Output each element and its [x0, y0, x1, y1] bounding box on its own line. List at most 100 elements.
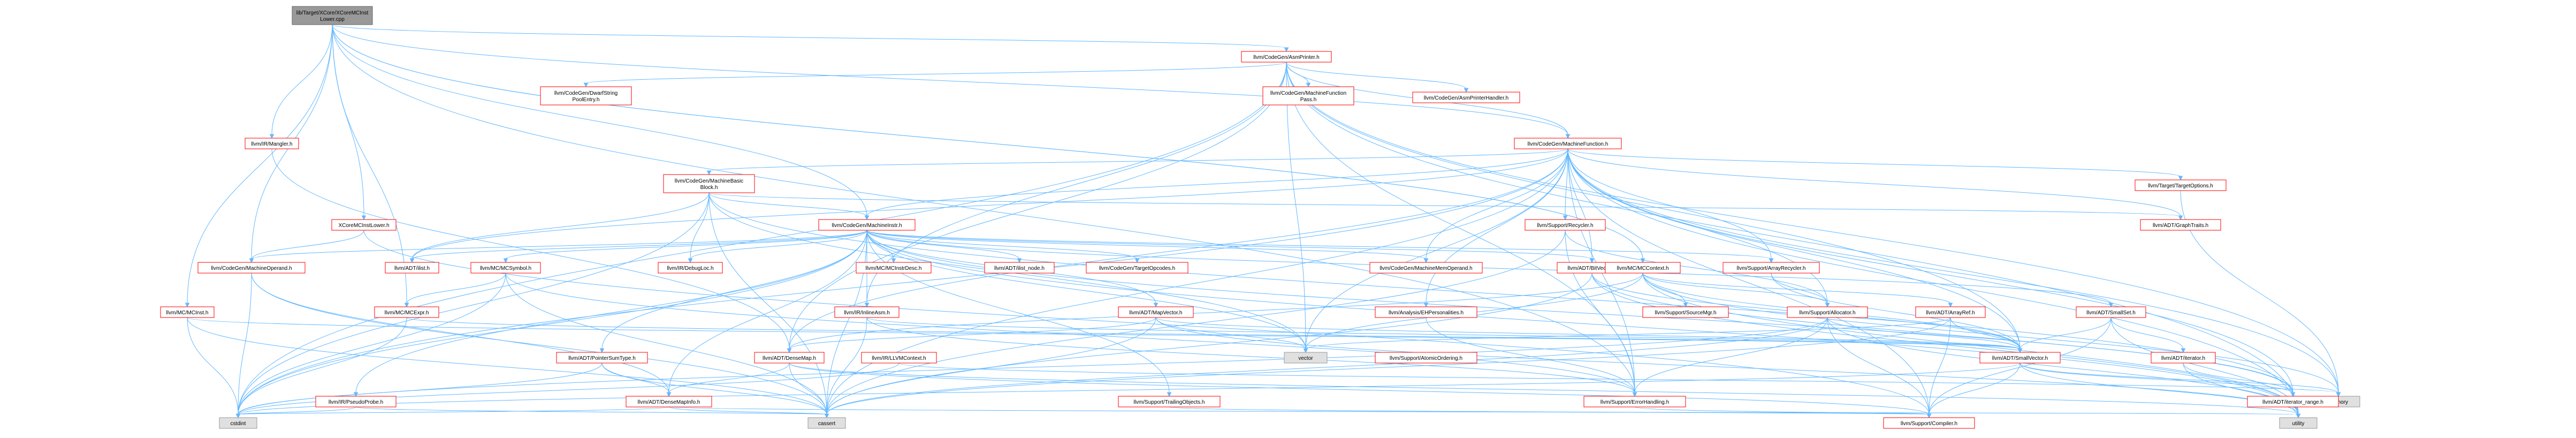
- node-box: [540, 86, 632, 105]
- node-llvm-adt-densemap-h[interactable]: llvm/ADT/DenseMap.h: [754, 352, 825, 364]
- node-box: [1915, 306, 1986, 318]
- edge-arrowhead: [2296, 413, 2301, 419]
- node-llvm-adt-pointersumtype-h[interactable]: llvm/ADT/PointerSumType.h: [556, 352, 648, 364]
- node-label: llvm/Support/Recycler.h: [1537, 223, 1593, 229]
- edge-mbb-to-cassert: [708, 192, 829, 419]
- edge-densemap-to-densemapinfo: [666, 363, 790, 397]
- edge-arrayref-to-cassert: [824, 317, 1951, 419]
- node-llvm-support-errorhandling-h[interactable]: llvm/Support/ErrorHandling.h: [1583, 396, 1686, 407]
- node-llvm-adt-arrayref-h[interactable]: llvm/ADT/ArrayRef.h: [1915, 306, 1986, 318]
- node-llvm-mc-mcexpr-h[interactable]: llvm/MC/MCExpr.h: [374, 306, 439, 318]
- edge-machineinstr-to-adtilist: [409, 230, 867, 263]
- node-llvm-codegen-machinememoperand-h[interactable]: llvm/CodeGen/MachineMemOperand.h: [1369, 262, 1483, 274]
- node-box: [1086, 262, 1188, 274]
- node-box: [1525, 219, 1606, 231]
- node-box: [374, 306, 439, 318]
- edge-arrowhead: [2178, 215, 2183, 221]
- node-llvm-support-compiler-h[interactable]: llvm/Support/Compiler.h: [1883, 417, 1975, 429]
- node-llvm-mc-mcsymbol-h[interactable]: llvm/MC/MCSymbol.h: [470, 262, 541, 274]
- node-llvm-ir-llvmcontext-h[interactable]: llvm/IR/LLVMContext.h: [861, 352, 937, 364]
- node-box: [1375, 352, 1477, 364]
- node-llvm-support-sourcemgr-h[interactable]: llvm/Support/SourceMgr.h: [1642, 306, 1729, 318]
- node-llvm-adt-smallvector-h[interactable]: llvm/ADT/SmallVector.h: [1979, 352, 2061, 364]
- node-label: XCoreMCInstLower.h: [338, 223, 389, 229]
- edge-machineinstr-to-machineoperand: [249, 230, 867, 263]
- edge-mccontext-to-memory: [1642, 273, 2341, 397]
- node-label: llvm/ADT/ilist_node.h: [994, 266, 1045, 271]
- edge-arrowhead: [1632, 392, 1637, 397]
- node-llvm-support-trailingobjects-h[interactable]: llvm/Support/TrailingObjects.h: [1118, 396, 1221, 407]
- edge-arrowhead: [1825, 303, 1830, 308]
- node-label: llvm/Support/TrailingObjects.h: [1133, 399, 1205, 405]
- node-label: llvm/IR/Mangler.h: [251, 141, 292, 147]
- edge-machineinstr-to-utility: [866, 230, 2301, 419]
- node-label: llvm/Support/AtomicOrdering.h: [1390, 356, 1462, 361]
- edge-bitvector-to-iteratorrange: [1591, 273, 2296, 397]
- node-llvm-support-recycler-h[interactable]: llvm/Support/Recycler.h: [1525, 219, 1606, 231]
- node-utility[interactable]: utility: [2279, 417, 2318, 429]
- edge-recycler-to-cassert: [824, 230, 1566, 419]
- node-vector[interactable]: vector: [1284, 352, 1328, 364]
- edge-allocator-to-errorhandling: [1632, 317, 1828, 397]
- node-llvm-adt-ilist-h[interactable]: llvm/ADT/ilist.h: [385, 262, 439, 274]
- node-llvm-adt-iterator-h[interactable]: llvm/ADT/iterator.h: [2151, 352, 2216, 364]
- node-label: llvm/CodeGen/AsmPrinterHandler.h: [1424, 95, 1508, 101]
- node-llvm-support-atomicordering-h[interactable]: llvm/Support/AtomicOrdering.h: [1375, 352, 1477, 364]
- node-box: [1412, 92, 1520, 103]
- edge-arrowhead: [864, 303, 870, 308]
- node-llvm-adt-densemapinfo-h[interactable]: llvm/ADT/DenseMapInfo.h: [626, 396, 712, 407]
- node-lib-target-xcore-xcoremcinstlower-cpp: lib/Target/XCore/XCoreMCInstLower.cpp: [292, 6, 373, 25]
- edge-arrowhead: [2336, 392, 2341, 397]
- edge-machinefunction-to-mbb: [706, 148, 1568, 176]
- node-label: Lower.cpp: [320, 17, 345, 22]
- node-label: llvm/Support/Compiler.h: [1901, 421, 1957, 427]
- node-box: [1583, 396, 1686, 407]
- edge-machineinstr-to-cassert: [824, 230, 867, 419]
- node-cassert[interactable]: cassert: [807, 417, 846, 429]
- edge-arrowhead: [1306, 82, 1311, 88]
- node-llvm-codegen-asmprinter-h[interactable]: llvm/CodeGen/AsmPrinter.h: [1241, 51, 1332, 63]
- node-llvm-adt-smallset-h[interactable]: llvm/ADT/SmallSet.h: [2076, 306, 2146, 318]
- node-llvm-codegen-asmprinterhandler-h[interactable]: llvm/CodeGen/AsmPrinterHandler.h: [1412, 92, 1520, 103]
- node-box: [331, 219, 397, 231]
- node-llvm-codegen-machineoperand-h[interactable]: llvm/CodeGen/MachineOperand.h: [197, 262, 306, 274]
- node-llvm-ir-inlineasm-h[interactable]: llvm/IR/InlineAsm.h: [834, 306, 900, 318]
- node-cstdint[interactable]: cstdint: [219, 417, 257, 429]
- node-llvm-adt-iterator-range-h[interactable]: llvm/ADT/iterator_range.h: [2247, 396, 2339, 407]
- node-llvm-support-arrayrecycler-h[interactable]: llvm/Support/ArrayRecycler.h: [1723, 262, 1820, 274]
- edge-smallvector-to-memory: [2019, 363, 2341, 397]
- node-llvm-codegen-machinefunction-h[interactable]: llvm/CodeGen/MachineFunction.h: [1514, 138, 1622, 149]
- node-llvm-codegen-machineinstr-h[interactable]: llvm/CodeGen/MachineInstr.h: [818, 219, 916, 231]
- node-llvm-adt-ilist-node-h[interactable]: llvm/ADT/ilist_node.h: [984, 262, 1055, 274]
- node-llvm-adt-mapvector-h[interactable]: llvm/ADT/MapVector.h: [1118, 306, 1194, 318]
- node-llvm-analysis-ehpersonalities-h[interactable]: llvm/Analysis/EHPersonalities.h: [1375, 306, 1477, 318]
- edge-mccontext-to-allocator: [1642, 273, 1830, 308]
- node-llvm-ir-mangler-h[interactable]: llvm/IR/Mangler.h: [245, 138, 299, 149]
- node-llvm-support-allocator-h[interactable]: llvm/Support/Allocator.h: [1787, 306, 1868, 318]
- node-llvm-ir-debugloc-h[interactable]: llvm/IR/DebugLoc.h: [658, 262, 723, 274]
- node-box: [245, 138, 299, 149]
- node-llvm-adt-graphtraits-h[interactable]: llvm/ADT/GraphTraits.h: [2140, 219, 2221, 231]
- edge-arrowhead: [1167, 392, 1172, 397]
- edge-root-to-mccontext: [332, 24, 1645, 263]
- edge-arrowhead: [2178, 176, 2183, 181]
- node-llvm-target-targetoptions-h[interactable]: llvm/Target/TargetOptions.h: [2135, 179, 2227, 191]
- node-box: [2151, 352, 2216, 364]
- node-box: [385, 262, 439, 274]
- node-label: llvm/Support/ArrayRecycler.h: [1737, 266, 1806, 271]
- node-box: [984, 262, 1055, 274]
- edge-machineinstr-to-smallset: [866, 230, 2114, 308]
- node-xcoremcinstlower-h[interactable]: XCoreMCInstLower.h: [331, 219, 397, 231]
- node-box: [470, 262, 541, 274]
- node-llvm-mc-mccontext-h[interactable]: llvm/MC/MCContext.h: [1605, 262, 1681, 274]
- node-label: llvm/MC/MCInstrDesc.h: [865, 266, 921, 271]
- node-llvm-ir-pseudoprobe-h[interactable]: llvm/IR/PseudoProbe.h: [315, 396, 397, 407]
- node-llvm-codegen-targetopcodes-h[interactable]: llvm/CodeGen/TargetOpcodes.h: [1086, 262, 1188, 274]
- node-llvm-mc-mcinst-h[interactable]: llvm/MC/MCInst.h: [160, 306, 215, 318]
- edge-arrowhead: [1926, 413, 1932, 419]
- node-llvm-mc-mcinstrdesc-h[interactable]: llvm/MC/MCInstrDesc.h: [856, 262, 932, 274]
- node-label: llvm/CodeGen/MachineFunction.h: [1528, 141, 1609, 147]
